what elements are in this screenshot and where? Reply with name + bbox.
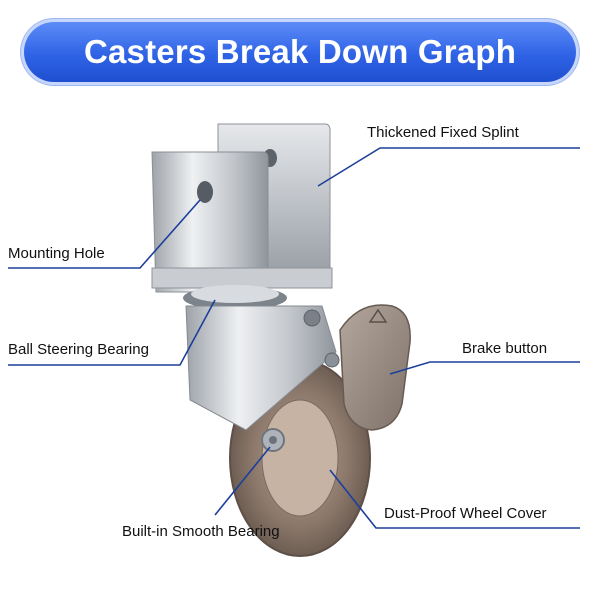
front-mounting-hole (197, 181, 213, 203)
label-ball-steering-bearing: Ball Steering Bearing (8, 341, 149, 358)
leader-thickened-fixed-splint (317, 147, 580, 187)
leader-brake-button (389, 361, 580, 375)
splint-base (151, 267, 333, 289)
leader-dust-proof-wheel-cover (329, 469, 580, 529)
leader-lines (8, 147, 580, 529)
label-brake-button: Brake button (462, 340, 548, 357)
leader-built-in-smooth-bearing (214, 446, 271, 516)
label-thickened-fixed-splint: Thickened Fixed Splint (367, 124, 519, 141)
label-mounting-hole: Mounting Hole (8, 245, 105, 262)
diagram-title: Casters Break Down Graph (83, 33, 517, 70)
front-splint-plate (151, 151, 269, 293)
wheel-hub (261, 399, 339, 517)
label-built-in-smooth-bearing: Built-in Smooth Bearing (122, 523, 280, 540)
leader-mounting-hole (8, 199, 201, 269)
fork-bracket (185, 305, 337, 431)
label-dust-proof-wheel-cover: Dust-Proof Wheel Cover (384, 505, 547, 522)
title-banner: Casters Break Down Graph (24, 22, 576, 82)
brake-pedal (339, 304, 411, 431)
leader-ball-steering-bearing (8, 299, 216, 366)
